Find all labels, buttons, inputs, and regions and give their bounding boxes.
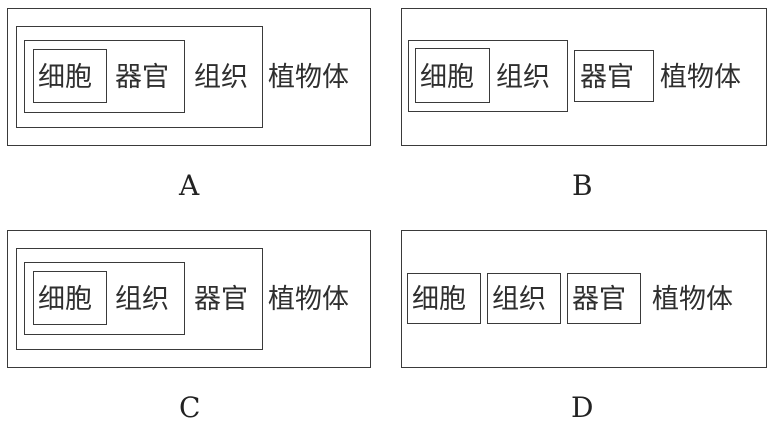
option-d-label-1: 细胞 <box>412 284 466 315</box>
option-c-label-4: 植物体 <box>268 284 349 315</box>
option-d-panel <box>401 230 767 368</box>
option-a-middle-box <box>24 40 185 113</box>
option-b-label-2: 组织 <box>496 62 550 93</box>
option-d-label-3: 器官 <box>572 284 626 315</box>
option-c-middle-box <box>24 262 185 335</box>
option-c-inner-box <box>33 271 107 325</box>
option-b-panel <box>401 8 767 146</box>
option-c-outer-box <box>16 248 263 350</box>
option-d-cell-box <box>407 273 481 324</box>
option-a-letter: A <box>179 169 200 202</box>
option-a-panel <box>7 8 371 146</box>
option-b-outer-box <box>408 40 568 112</box>
option-d-organ-box <box>567 273 641 324</box>
option-c-label-1: 细胞 <box>38 284 92 315</box>
option-d-tissue-box <box>487 273 561 324</box>
option-c-label-2: 组织 <box>115 284 169 315</box>
option-b-separate-box <box>574 50 654 102</box>
option-a-label-1: 细胞 <box>38 62 92 93</box>
option-c-label-3: 器官 <box>194 284 248 315</box>
option-d-letter: D <box>571 391 594 424</box>
option-b-inner-box <box>415 48 490 103</box>
option-d-label-4: 植物体 <box>652 284 733 315</box>
option-a-inner-box <box>33 49 107 103</box>
option-a-outer-box <box>16 26 263 128</box>
option-c-letter: C <box>179 391 201 424</box>
option-b-label-3: 器官 <box>580 62 634 93</box>
option-c-panel <box>7 230 371 368</box>
option-d-label-2: 组织 <box>492 284 546 315</box>
option-b-label-4: 植物体 <box>660 62 741 93</box>
option-b-letter: B <box>572 169 593 202</box>
option-b-label-1: 细胞 <box>420 62 474 93</box>
option-a-label-3: 组织 <box>194 62 248 93</box>
option-a-label-2: 器官 <box>115 62 169 93</box>
option-a-label-4: 植物体 <box>268 62 349 93</box>
